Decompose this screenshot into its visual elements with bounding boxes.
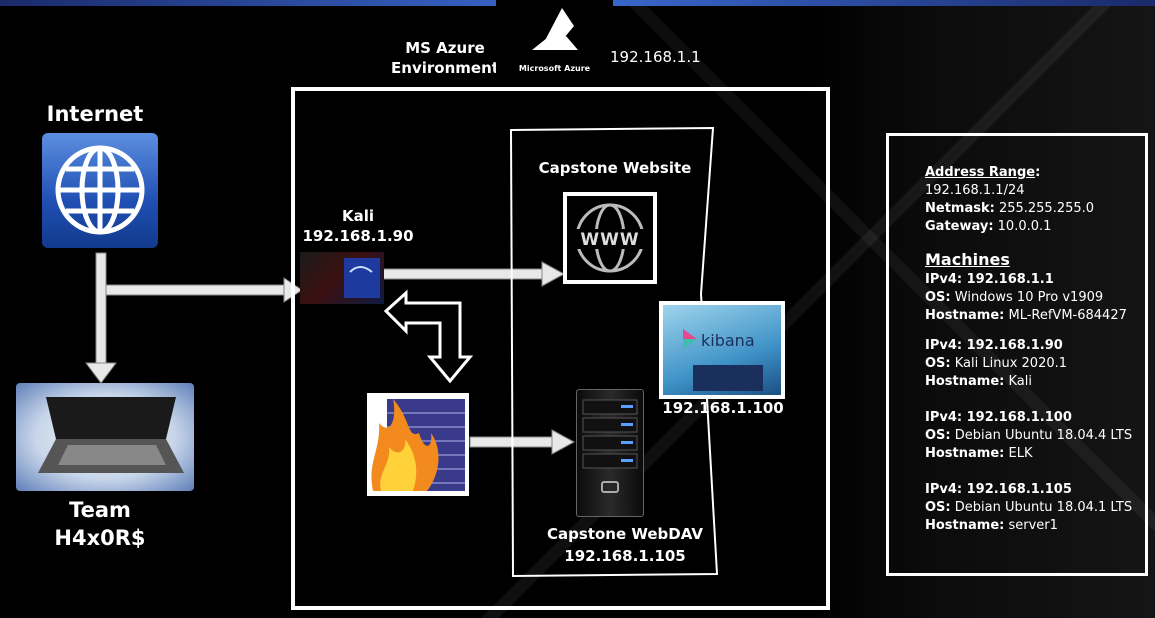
machine-ipv4: IPv4: 192.168.1.100 bbox=[925, 410, 1072, 425]
webdav-label: Capstone WebDAV 192.168.1.105 bbox=[530, 523, 720, 567]
kali-ip: 192.168.1.90 bbox=[302, 227, 414, 245]
website-label: Capstone Website bbox=[538, 159, 692, 177]
address-range-label: Address Range bbox=[925, 165, 1036, 180]
machine-entry: IPv4: 192.168.1.90 OS: Kali Linux 2020.1… bbox=[925, 337, 1150, 391]
kibana-screen: kibana bbox=[663, 305, 781, 395]
machine-os: OS: Kali Linux 2020.1 bbox=[925, 356, 1068, 371]
machine-hostname: Hostname: ELK bbox=[925, 446, 1033, 461]
kibana-icon: kibana bbox=[659, 301, 785, 399]
kali-to-website-arrowhead bbox=[541, 261, 566, 287]
kali-firewall-bidirectional-arrow bbox=[383, 289, 474, 384]
laptop-icon bbox=[38, 397, 184, 473]
kibana-ip: 192.168.1.100 bbox=[662, 399, 784, 417]
server-zone-boundary bbox=[509, 126, 719, 578]
machine-os: OS: Debian Ubuntu 18.04.1 LTS bbox=[925, 500, 1133, 515]
internet-to-team-arrowhead bbox=[85, 362, 117, 384]
machine-entry: IPv4: 192.168.1.100 OS: Debian Ubuntu 18… bbox=[925, 409, 1150, 463]
machine-ipv4: IPv4: 192.168.1.90 bbox=[925, 338, 1063, 353]
network-info-content: Address Range: 192.168.1.1/24 Netmask: 2… bbox=[925, 164, 1150, 535]
webdav-ip: 192.168.1.105 bbox=[564, 547, 686, 565]
netmask-value: 255.255.255.0 bbox=[994, 201, 1095, 216]
azure-logo-text: Microsoft Azure bbox=[518, 64, 591, 73]
internet-label: Internet bbox=[46, 102, 144, 126]
internet-to-team-line bbox=[95, 252, 107, 364]
machine-hostname: Hostname: server1 bbox=[925, 518, 1058, 533]
firewall-brick-fire-icon bbox=[371, 399, 465, 491]
internet-to-kali-line bbox=[105, 284, 285, 296]
kali-laptop-icon bbox=[344, 258, 380, 298]
netmask-label: Netmask: bbox=[925, 201, 995, 216]
team-label: Team H4x0R$ bbox=[40, 496, 160, 552]
netmask-row: Netmask: 255.255.255.0 bbox=[925, 200, 1150, 218]
webdav-name: Capstone WebDAV bbox=[547, 525, 703, 543]
azure-label-line2: Environment bbox=[391, 59, 499, 77]
machine-hostname: Hostname: ML-RefVM-684427 bbox=[925, 308, 1127, 323]
kibana-logo-text: kibana bbox=[701, 331, 755, 350]
team-laptop-icon bbox=[16, 383, 194, 491]
kali-machine-icon bbox=[300, 252, 384, 304]
address-range-row: Address Range: bbox=[925, 164, 1150, 182]
firewall-icon bbox=[367, 393, 469, 496]
kali-name: Kali bbox=[341, 207, 375, 225]
azure-label-line1: MS Azure bbox=[405, 39, 485, 57]
address-range-colon: : bbox=[1035, 165, 1041, 180]
machine-ipv4: IPv4: 192.168.1.105 bbox=[925, 482, 1072, 497]
machine-os: OS: Windows 10 Pro v1909 bbox=[925, 290, 1104, 305]
azure-logo: Microsoft Azure bbox=[496, 0, 613, 80]
server-icon bbox=[582, 399, 638, 493]
gateway-row: Gateway: 10.0.0.1 bbox=[925, 218, 1150, 236]
machine-entry: IPv4: 192.168.1.105 OS: Debian Ubuntu 18… bbox=[925, 481, 1150, 535]
machine-ipv4: IPv4: 192.168.1.1 bbox=[925, 272, 1054, 287]
website-icon: WWW bbox=[563, 192, 657, 284]
team-label-line2: H4x0R$ bbox=[54, 526, 146, 550]
azure-ip: 192.168.1.1 bbox=[610, 48, 701, 66]
www-icon: WWW bbox=[567, 196, 653, 280]
azure-logo-icon bbox=[532, 8, 578, 50]
azure-label: MS Azure Environment bbox=[380, 38, 510, 78]
machine-entry: IPv4: 192.168.1.1 OS: Windows 10 Pro v19… bbox=[925, 271, 1150, 325]
gateway-label: Gateway: bbox=[925, 219, 994, 234]
machine-hostname: Hostname: Kali bbox=[925, 374, 1032, 389]
machines-heading: Machines bbox=[925, 250, 1010, 269]
team-label-line1: Team bbox=[69, 498, 131, 522]
internet-globe-icon bbox=[42, 133, 158, 248]
www-text: WWW bbox=[580, 230, 640, 250]
kali-label: Kali 192.168.1.90 bbox=[296, 206, 420, 246]
machine-os: OS: Debian Ubuntu 18.04.4 LTS bbox=[925, 428, 1133, 443]
network-info-panel bbox=[886, 133, 1148, 576]
gateway-value: 10.0.0.1 bbox=[993, 219, 1052, 234]
webdav-server-icon bbox=[576, 389, 644, 517]
globe-icon bbox=[55, 145, 145, 235]
firewall-to-webdav-arrowhead bbox=[551, 429, 576, 455]
azure-environment-boundary bbox=[291, 87, 830, 610]
address-range-value: 192.168.1.1/24 bbox=[925, 183, 1025, 198]
